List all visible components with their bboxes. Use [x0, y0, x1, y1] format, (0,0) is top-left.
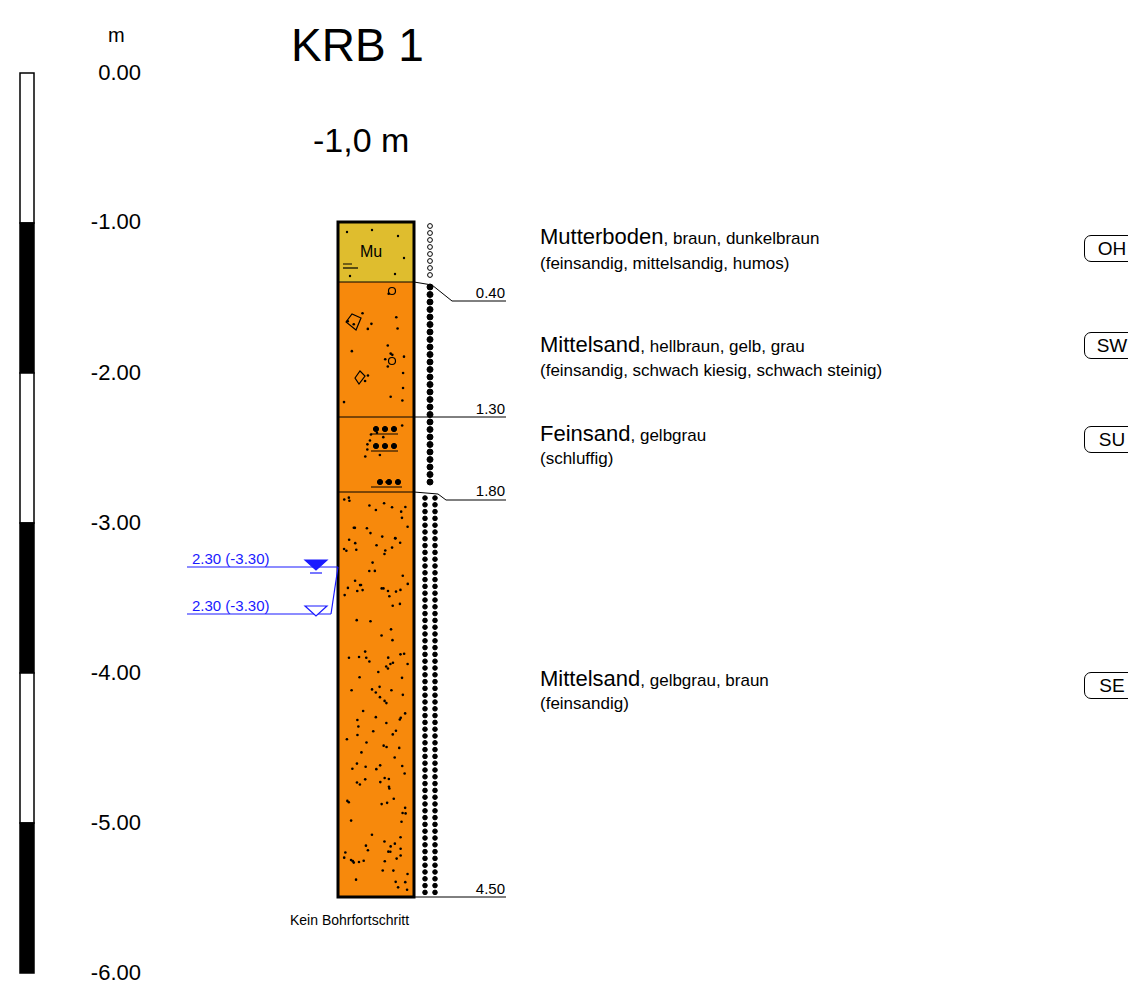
soil-column — [338, 222, 414, 897]
soil-name: Mittelsand — [540, 334, 640, 356]
layer-symbol: Mu — [360, 244, 382, 260]
elevation-label: -1,0 m — [313, 123, 409, 157]
soil-name: Mutterboden — [540, 226, 664, 248]
water-level-label: 2.30 (-3.30) — [192, 598, 270, 613]
soil-color: , gelbgrau, braun — [640, 672, 769, 689]
silt-symbols — [371, 426, 402, 487]
depth-value: 1.80 — [476, 483, 505, 498]
consistency-dots — [423, 224, 438, 895]
soil-detail: (schluffig) — [540, 450, 613, 467]
soil-group-box: SE — [1084, 672, 1128, 699]
soil-group-box: SW — [1084, 332, 1128, 359]
depth-lines — [414, 282, 506, 897]
sand-dots — [343, 292, 409, 891]
end-note: Kein Bohrfortschritt — [290, 913, 409, 927]
soil-group-code: OH — [1098, 239, 1127, 258]
soil-color: , braun, dunkelbraun — [664, 230, 820, 247]
unit-label: m — [108, 25, 125, 45]
soil-group-box: SU — [1084, 426, 1128, 453]
soil-group-code: SU — [1099, 430, 1125, 449]
water-level-label: 2.30 (-3.30) — [192, 551, 270, 566]
scale-value: -4.00 — [91, 662, 141, 684]
boring-title: KRB 1 — [291, 22, 424, 68]
soil-detail: (feinsandig) — [540, 695, 629, 712]
gravel-symbols — [346, 288, 396, 385]
soil-group-code: SW — [1097, 336, 1128, 355]
depth-value: 1.30 — [476, 401, 505, 416]
soil-detail: (feinsandig, schwach kiesig, schwach ste… — [540, 362, 882, 379]
scale-value: -6.00 — [91, 962, 141, 984]
water-level — [187, 560, 338, 616]
scale-value: -1.00 — [91, 211, 141, 233]
soil-color: , hellbraun, gelb, grau — [640, 338, 804, 355]
soil-color: , gelbgrau — [631, 427, 707, 444]
soil-group-box: OH — [1084, 235, 1128, 262]
scale-value: -5.00 — [91, 812, 141, 834]
soil-detail: (feinsandig, mittelsandig, humos) — [540, 255, 789, 272]
scale-value: -2.00 — [91, 362, 141, 384]
scale-value: -3.00 — [91, 512, 141, 534]
depth-value: 4.50 — [476, 881, 505, 896]
soil-name: Mittelsand — [540, 668, 640, 690]
scale-value: 0.00 — [98, 62, 141, 84]
depth-value: 0.40 — [476, 285, 505, 300]
soil-group-code: SE — [1099, 676, 1124, 695]
soil-name: Feinsand — [540, 423, 631, 445]
topsoil-layer: Mu — [338, 222, 414, 282]
depth-scale — [20, 73, 34, 973]
topsoil-symbols — [343, 229, 405, 277]
